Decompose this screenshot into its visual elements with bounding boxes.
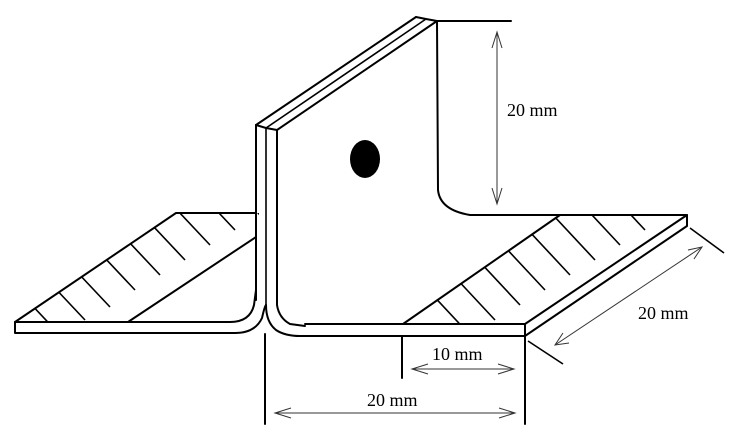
- dimension-horizontal-label: 20 mm: [367, 390, 418, 410]
- dimension-diagonal-label: 20 mm: [638, 303, 689, 323]
- hole-marker: [350, 140, 380, 178]
- dimension-overlap-label: 10 mm: [432, 344, 483, 364]
- left-flange: [14, 124, 267, 334]
- dimension-vertical-label: 20 mm: [507, 100, 558, 120]
- dimension-horizontal: 20 mm: [264, 333, 526, 425]
- dimension-vertical: 20 mm: [491, 30, 558, 206]
- right-flange: [304, 214, 688, 337]
- dimension-diagonal: 20 mm: [527, 227, 725, 365]
- vertical-leg: [255, 16, 688, 337]
- dimension-overlap: 10 mm: [401, 335, 516, 379]
